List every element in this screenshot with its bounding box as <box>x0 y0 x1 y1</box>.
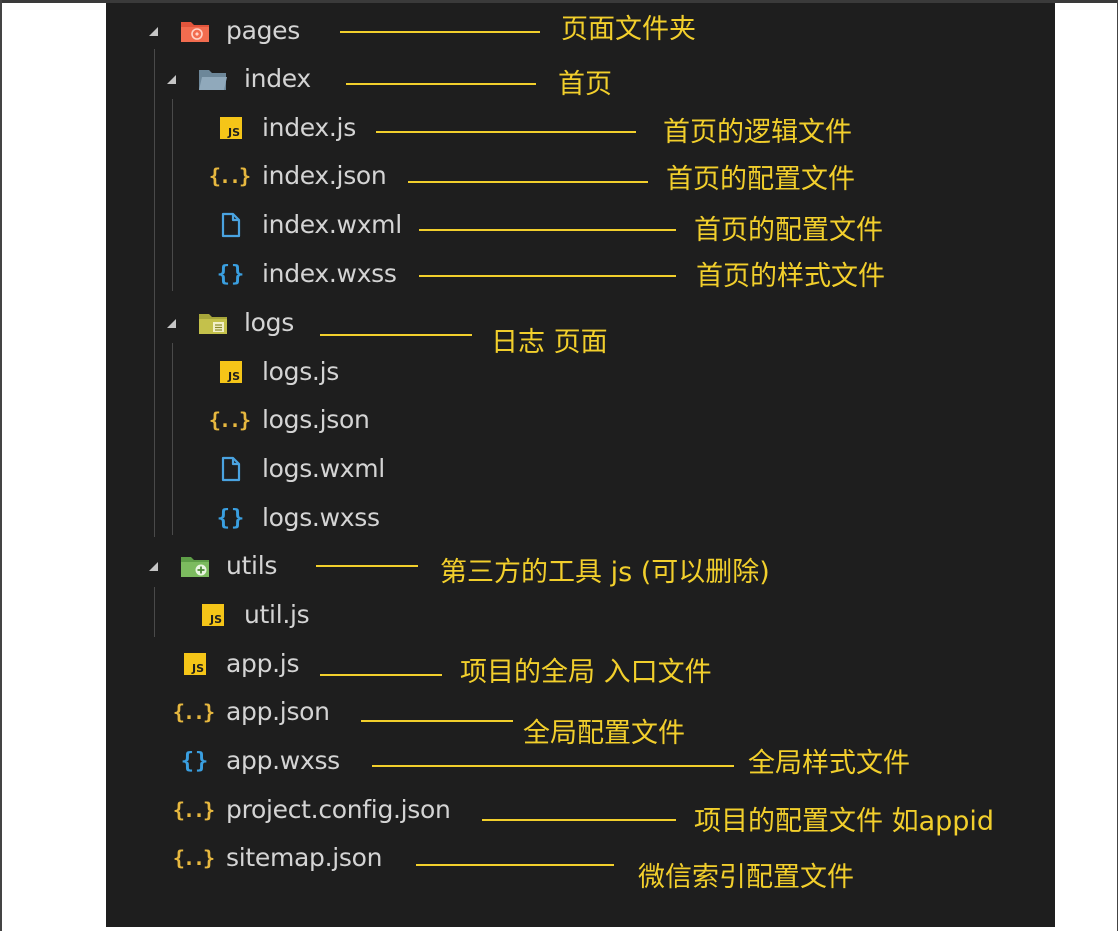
annotation-index-wxml: 首页的配置文件 <box>694 215 883 246</box>
js-file-icon: JS <box>180 650 210 678</box>
tree-item-label: app.json <box>226 697 330 726</box>
annotation-utils: 第三方的工具 js (可以删除) <box>440 557 770 588</box>
annotation-pages: 页面文件夹 <box>561 14 696 45</box>
annotation-line-app-js <box>320 674 442 676</box>
chevron-expanded-icon[interactable] <box>164 72 178 86</box>
annotation-sitemap: 微信索引配置文件 <box>638 862 854 893</box>
annotation-line-app-json <box>361 720 513 722</box>
chevron-expanded-icon[interactable] <box>164 316 178 330</box>
tree-item-logs-js[interactable]: JS logs.js <box>106 356 526 388</box>
chevron-expanded-icon[interactable] <box>146 24 160 38</box>
tree-item-sitemap-json[interactable]: {..} sitemap.json <box>106 842 526 874</box>
utils-folder-icon <box>180 552 210 580</box>
tree-item-logs-wxml[interactable]: logs.wxml <box>106 453 526 485</box>
tree-item-label: logs.js <box>262 357 339 386</box>
tree-item-app-json[interactable]: {..} app.json <box>106 696 526 728</box>
annotation-line-project-config <box>482 819 676 821</box>
annotation-index-json: 首页的配置文件 <box>666 164 855 195</box>
json-file-icon: {..} <box>208 408 251 432</box>
tree-item-index-js[interactable]: JS index.js <box>106 112 526 144</box>
tree-item-label: logs <box>244 308 294 337</box>
window-top-border <box>0 0 1118 3</box>
tree-item-label: logs.wxss <box>262 503 380 532</box>
annotation-app-wxss: 全局样式文件 <box>748 748 910 779</box>
tree-item-index-folder[interactable]: index <box>106 63 526 95</box>
annotation-index-wxss: 首页的样式文件 <box>696 261 885 292</box>
json-file-icon: {..} <box>172 798 215 822</box>
json-file-icon: {..} <box>172 700 215 724</box>
tree-item-project-config-json[interactable]: {..} project.config.json <box>106 794 526 826</box>
json-file-icon: {..} <box>172 846 215 870</box>
indent-guide-pages <box>154 49 155 537</box>
indent-guide-index <box>172 99 173 291</box>
annotation-logs: 日志 页面 <box>491 327 608 358</box>
wxss-file-icon: {} <box>180 748 210 774</box>
annotation-line-index <box>346 83 536 85</box>
tree-item-label: index <box>244 64 311 93</box>
annotation-line-app-wxss <box>372 765 734 767</box>
js-file-icon: JS <box>216 114 246 142</box>
window-left-border <box>0 0 2 931</box>
annotation-line-sitemap <box>416 864 614 866</box>
tree-item-logs-json[interactable]: {..} logs.json <box>106 404 526 436</box>
annotation-line-index-wxss <box>419 275 676 277</box>
tree-item-label: sitemap.json <box>226 843 383 872</box>
annotation-app-js: 项目的全局 入口文件 <box>460 657 712 688</box>
pages-folder-icon <box>180 17 210 45</box>
tree-item-label: index.wxss <box>262 259 397 288</box>
indent-guide-utils <box>154 587 155 637</box>
tree-item-label: index.json <box>262 161 387 190</box>
annotation-line-index-json <box>408 181 648 183</box>
annotation-index: 首页 <box>558 69 612 100</box>
annotation-line-pages <box>340 31 540 33</box>
indent-guide-logs <box>172 343 173 535</box>
annotation-app-json: 全局配置文件 <box>523 718 685 749</box>
tree-item-label: logs.json <box>262 405 370 434</box>
tree-item-logs-folder[interactable]: logs <box>106 307 526 339</box>
tree-item-index-wxss[interactable]: {} index.wxss <box>106 258 526 290</box>
folder-open-icon <box>198 65 228 93</box>
tree-item-label: app.js <box>226 649 300 678</box>
tree-item-util-js[interactable]: JS util.js <box>106 599 526 631</box>
wxml-file-icon <box>216 211 246 239</box>
tree-item-utils-folder[interactable]: utils <box>106 550 526 582</box>
tree-item-label: utils <box>226 551 278 580</box>
tree-item-pages[interactable]: pages <box>106 15 526 47</box>
tree-item-index-json[interactable]: {..} index.json <box>106 160 526 192</box>
annotation-index-js: 首页的逻辑文件 <box>663 117 852 148</box>
tree-item-label: pages <box>226 16 300 45</box>
annotation-line-logs <box>320 334 472 336</box>
file-explorer-panel: pages index JS index.js {..} index.json <box>106 3 1055 927</box>
annotation-line-index-wxml <box>419 229 676 231</box>
js-file-icon: JS <box>216 358 246 386</box>
tree-item-index-wxml[interactable]: index.wxml <box>106 209 526 241</box>
json-file-icon: {..} <box>208 164 251 188</box>
tree-item-label: project.config.json <box>226 795 451 824</box>
tree-item-app-js[interactable]: JS app.js <box>106 648 526 680</box>
annotation-line-index-js <box>376 131 636 133</box>
js-file-icon: JS <box>198 601 228 629</box>
wxml-file-icon <box>216 455 246 483</box>
tree-item-logs-wxss[interactable]: {} logs.wxss <box>106 502 526 534</box>
tree-item-label: util.js <box>244 600 310 629</box>
annotation-project-config: 项目的配置文件 如appid <box>694 806 995 837</box>
tree-item-label: app.wxss <box>226 746 340 775</box>
tree-item-app-wxss[interactable]: {} app.wxss <box>106 745 526 777</box>
logs-folder-icon <box>198 309 228 337</box>
tree-item-label: index.wxml <box>262 210 402 239</box>
wxss-file-icon: {} <box>216 505 246 531</box>
tree-item-label: index.js <box>262 113 356 142</box>
tree-item-label: logs.wxml <box>262 454 385 483</box>
chevron-expanded-icon[interactable] <box>146 559 160 573</box>
annotation-line-utils <box>316 565 418 567</box>
wxss-file-icon: {} <box>216 261 246 287</box>
